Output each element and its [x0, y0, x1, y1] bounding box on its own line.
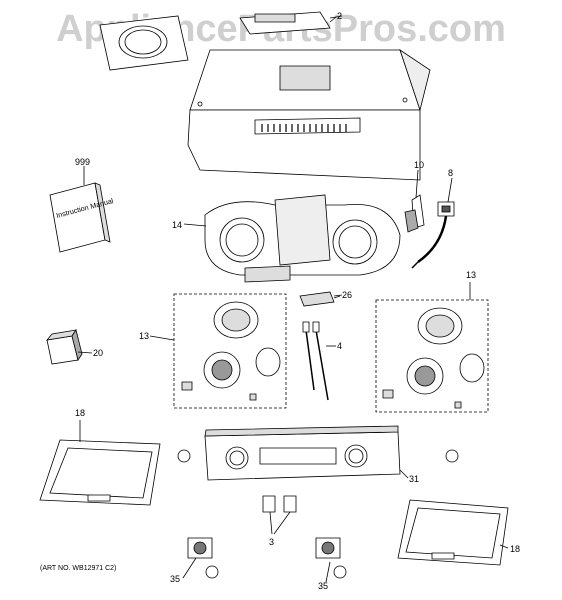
hood-body	[188, 50, 430, 180]
leader-lines	[78, 17, 508, 548]
thermostat	[405, 170, 424, 232]
callout-18-left: 18	[75, 408, 85, 418]
duct-adapter-plate	[100, 16, 188, 70]
callout-26: 26	[342, 290, 352, 300]
wire-harness	[412, 178, 454, 268]
grease-filter-right	[398, 500, 508, 565]
wire-leads	[303, 322, 328, 400]
callout-35-right: 35	[318, 581, 328, 591]
callout-999: 999	[75, 157, 90, 167]
callout-31: 31	[409, 474, 419, 484]
motor-assembly-left	[174, 294, 286, 408]
grease-filter-left	[40, 440, 160, 505]
push-switches	[263, 496, 296, 534]
callout-35-left: 35	[170, 574, 180, 584]
callout-8: 8	[448, 168, 453, 178]
lamp-bracket	[300, 292, 342, 306]
motor-assembly-right	[376, 300, 488, 412]
damper-bracket	[240, 12, 342, 34]
rotary-switch-left	[183, 538, 218, 578]
callout-20: 20	[93, 348, 103, 358]
callout-13-right: 13	[466, 270, 476, 280]
callout-3: 3	[269, 537, 274, 547]
callout-13-left: 13	[139, 331, 149, 341]
callout-4: 4	[337, 341, 342, 351]
rotary-switch-right	[316, 538, 346, 582]
callout-10: 10	[414, 160, 424, 170]
callout-2: 2	[337, 11, 342, 21]
light-lens	[47, 330, 82, 364]
callout-18-right: 18	[510, 544, 520, 554]
instruction-manual	[50, 183, 110, 252]
callout-14: 14	[172, 220, 182, 230]
art-number: (ART NO. WB12971 C2)	[40, 565, 117, 572]
control-panel	[178, 426, 458, 480]
blower-housing	[205, 195, 400, 282]
